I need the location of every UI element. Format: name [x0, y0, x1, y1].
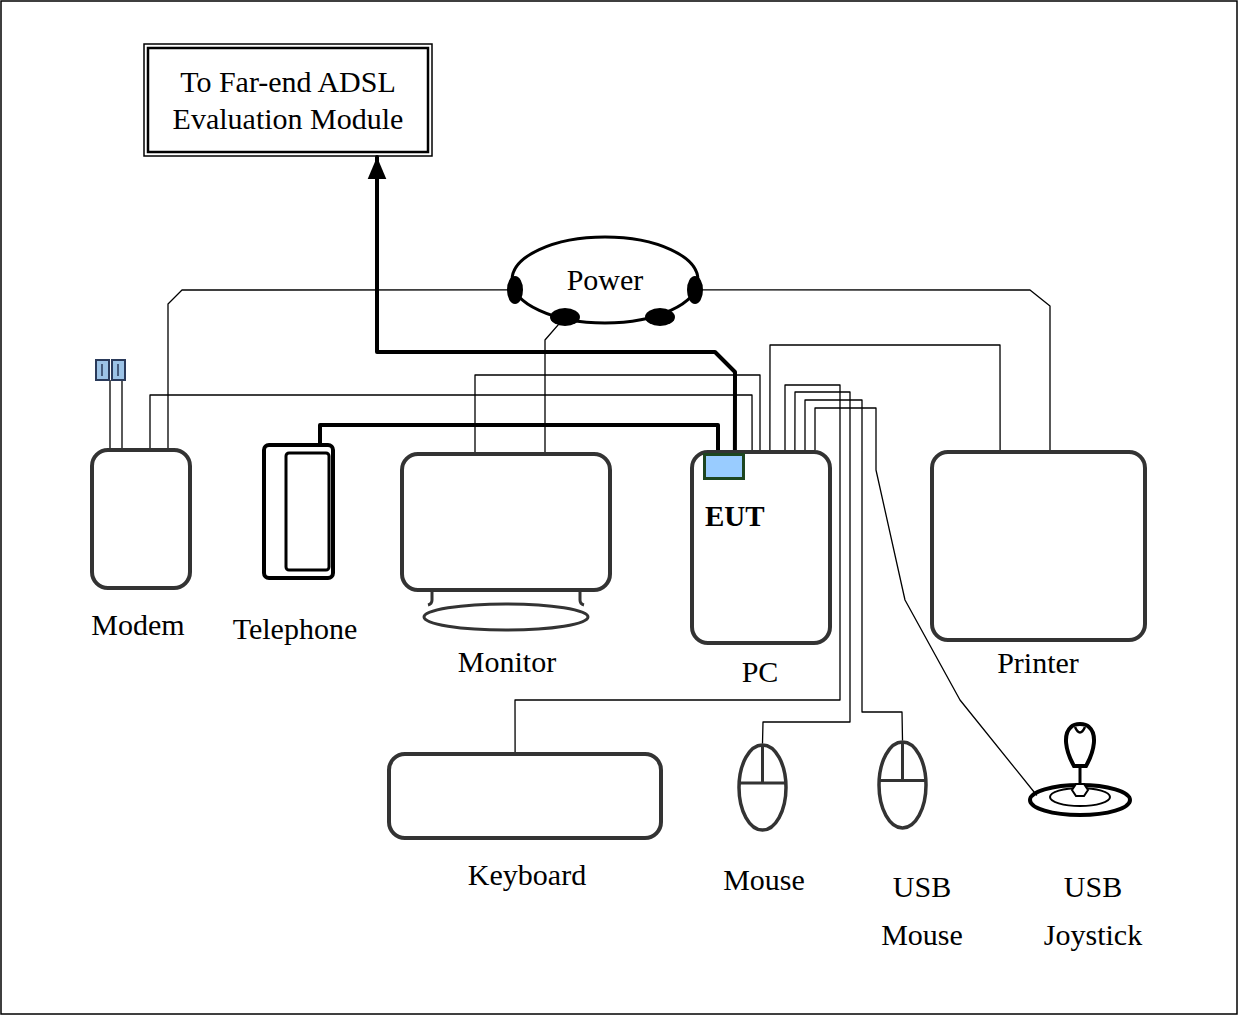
device-label: EUT: [705, 500, 765, 533]
phone-jack: [96, 360, 125, 449]
cable-connector: [150, 395, 752, 450]
keyboard-box: Keyboard: [387, 752, 663, 840]
cable-connector: [695, 290, 1050, 450]
shape-outline: [1025, 720, 1140, 820]
device-label: Printer: [997, 646, 1079, 681]
pc-box: PCEUT: [690, 450, 832, 645]
cable-connector: [515, 385, 840, 752]
usb-mouse-icon: USB Mouse: [877, 740, 928, 830]
device-label: USB Joystick: [1035, 863, 1151, 959]
cable-connector: [815, 408, 1037, 795]
mouse-icon: Mouse: [737, 743, 788, 832]
device-label: PC: [742, 655, 779, 690]
device-label: Mouse: [723, 863, 805, 898]
device-label: Modem: [91, 608, 184, 643]
signal-cable: [320, 425, 718, 453]
destination-box: To Far-end ADSL Evaluation Module: [143, 43, 433, 157]
shape-outline: [90, 448, 192, 590]
device-label: Keyboard: [468, 858, 586, 893]
shape-outline: [400, 452, 612, 632]
device-label: USB Mouse: [870, 863, 974, 959]
shape-outline: [387, 752, 663, 840]
cable-connector: [545, 317, 565, 452]
modem-box: Modem: [90, 448, 192, 590]
device-label: Telephone: [233, 612, 358, 647]
signal-cable: [377, 157, 735, 453]
cable-connector: [763, 392, 851, 743]
shape-outline: [703, 453, 745, 480]
cable-connector: [168, 290, 515, 448]
shape-outline: [737, 743, 788, 832]
device-label: Monitor: [458, 645, 556, 680]
shape-outline: [262, 443, 335, 580]
box-text: Power: [567, 261, 644, 299]
shape-outline: [143, 43, 433, 157]
telephone-icon: Telephone: [262, 443, 335, 580]
power-strip: Power: [510, 235, 700, 325]
monitor-icon: Monitor: [400, 452, 612, 632]
cable-connector: [475, 375, 760, 452]
eut-card: EUT: [703, 453, 745, 480]
box-text: To Far-end ADSL Evaluation Module: [157, 63, 419, 138]
printer-box: Printer: [930, 450, 1147, 642]
shape-outline: [877, 740, 928, 830]
shape-outline: [930, 450, 1147, 642]
joystick-icon: USB Joystick: [1025, 720, 1140, 820]
